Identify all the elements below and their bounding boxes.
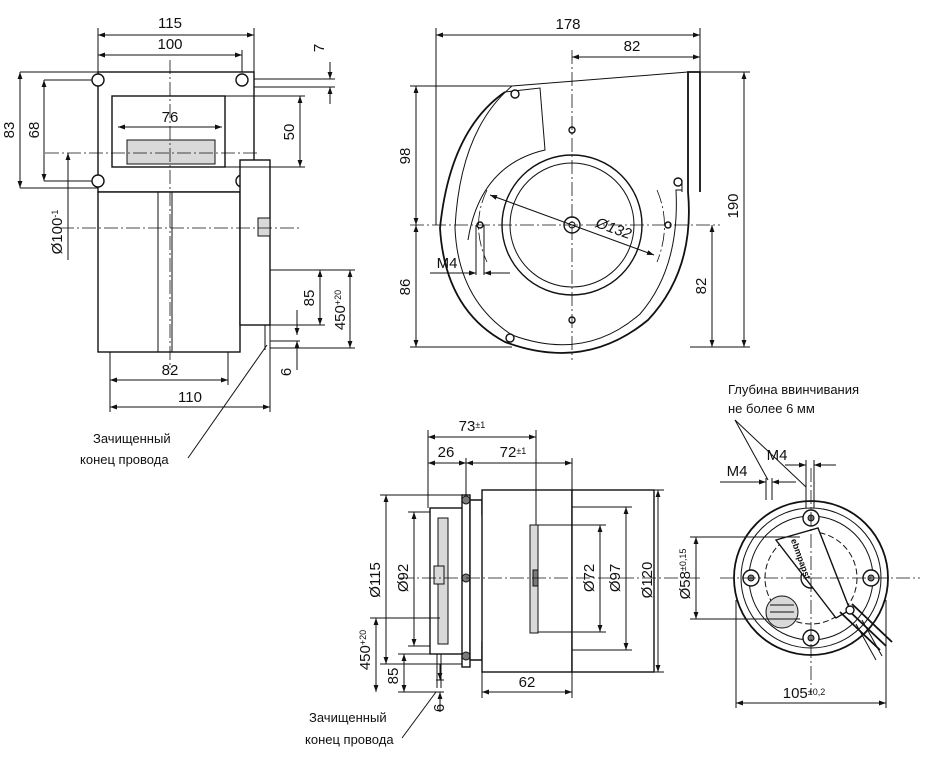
dim-m4-right: M4 <box>767 447 788 464</box>
dim-190: 190 <box>725 193 742 218</box>
scroll-view: M4 Ø132 178 82 98 86 190 82 <box>397 16 750 360</box>
dim-82-top: 82 <box>624 38 641 55</box>
scroll-mount-hole <box>673 177 683 187</box>
dim-m4-scroll: M4 <box>437 255 458 272</box>
dim-85-side: 85 <box>385 668 402 685</box>
dim-178: 178 <box>555 16 580 33</box>
dim-72: 72±1 <box>500 444 527 461</box>
front-outlet-impeller <box>126 139 216 165</box>
dim-86: 86 <box>397 279 414 296</box>
screw-depth-note-line2: не более 6 мм <box>728 401 815 416</box>
dim-dia-120: Ø120 <box>639 562 656 599</box>
dim-dia-115: Ø115 <box>367 562 384 598</box>
dim-62: 62 <box>519 674 536 691</box>
dim-450-side: 450+20 <box>357 630 374 670</box>
dim-dia-97: Ø97 <box>607 564 624 592</box>
dim-82-side: 82 <box>693 278 710 295</box>
dim-dia-92: Ø92 <box>395 564 412 592</box>
wire-end-note-side: Зачищенный <box>309 710 387 725</box>
front-screw-hole <box>235 73 249 87</box>
side-view: 73±1 26 72±1 Ø115 Ø92 Ø72 Ø97 Ø120 450+2… <box>305 418 700 747</box>
dim-68: 68 <box>26 122 43 139</box>
dim-105: 105±0,2 <box>783 685 825 702</box>
dim-50: 50 <box>281 124 298 141</box>
dim-dia-100: Ø100-1 <box>49 210 66 255</box>
dim-dia-72: Ø72 <box>581 564 598 592</box>
front-screw-hole <box>91 73 105 87</box>
side-inlet-ring <box>571 489 655 673</box>
dim-82: 82 <box>162 362 179 379</box>
dim-73: 73±1 <box>459 418 486 435</box>
front-screw-hole <box>91 174 105 188</box>
wire-end-note: Зачищенный <box>93 431 171 446</box>
dim-85: 85 <box>301 290 318 307</box>
side-impeller-housing <box>481 489 573 673</box>
dim-115: 115 <box>158 15 182 32</box>
dim-83: 83 <box>1 122 18 139</box>
scroll-mount-hole <box>505 333 515 343</box>
dim-6-side: 6 <box>431 704 448 712</box>
dim-110: 110 <box>178 389 202 406</box>
front-housing-body <box>97 191 241 353</box>
side-connector <box>433 565 445 585</box>
dim-76: 76 <box>162 109 179 126</box>
dim-dia-58: Ø58±0,15 <box>677 549 694 600</box>
front-view: 115 100 7 83 68 76 50 Ø100-1 85 450+20 <box>1 15 355 467</box>
front-motor <box>239 159 271 326</box>
dim-450: 450+20 <box>332 290 349 330</box>
rear-view: ebmpapst Глубина ввинчивания не более 6 … <box>677 382 920 708</box>
dim-98: 98 <box>397 148 414 165</box>
dim-26: 26 <box>438 444 455 461</box>
dim-m4-left: M4 <box>727 463 748 480</box>
front-connector <box>257 217 271 237</box>
dim-7: 7 <box>311 44 328 52</box>
wire-end-note-side-line2: конец провода <box>305 732 394 747</box>
scroll-mount-hole <box>510 89 520 99</box>
scroll-housing-outline <box>439 71 701 354</box>
dim-100: 100 <box>157 36 182 53</box>
screw-depth-note: Глубина ввинчивания <box>728 382 859 397</box>
dim-6: 6 <box>278 368 295 376</box>
wire-end-note-line2: конец провода <box>80 452 169 467</box>
